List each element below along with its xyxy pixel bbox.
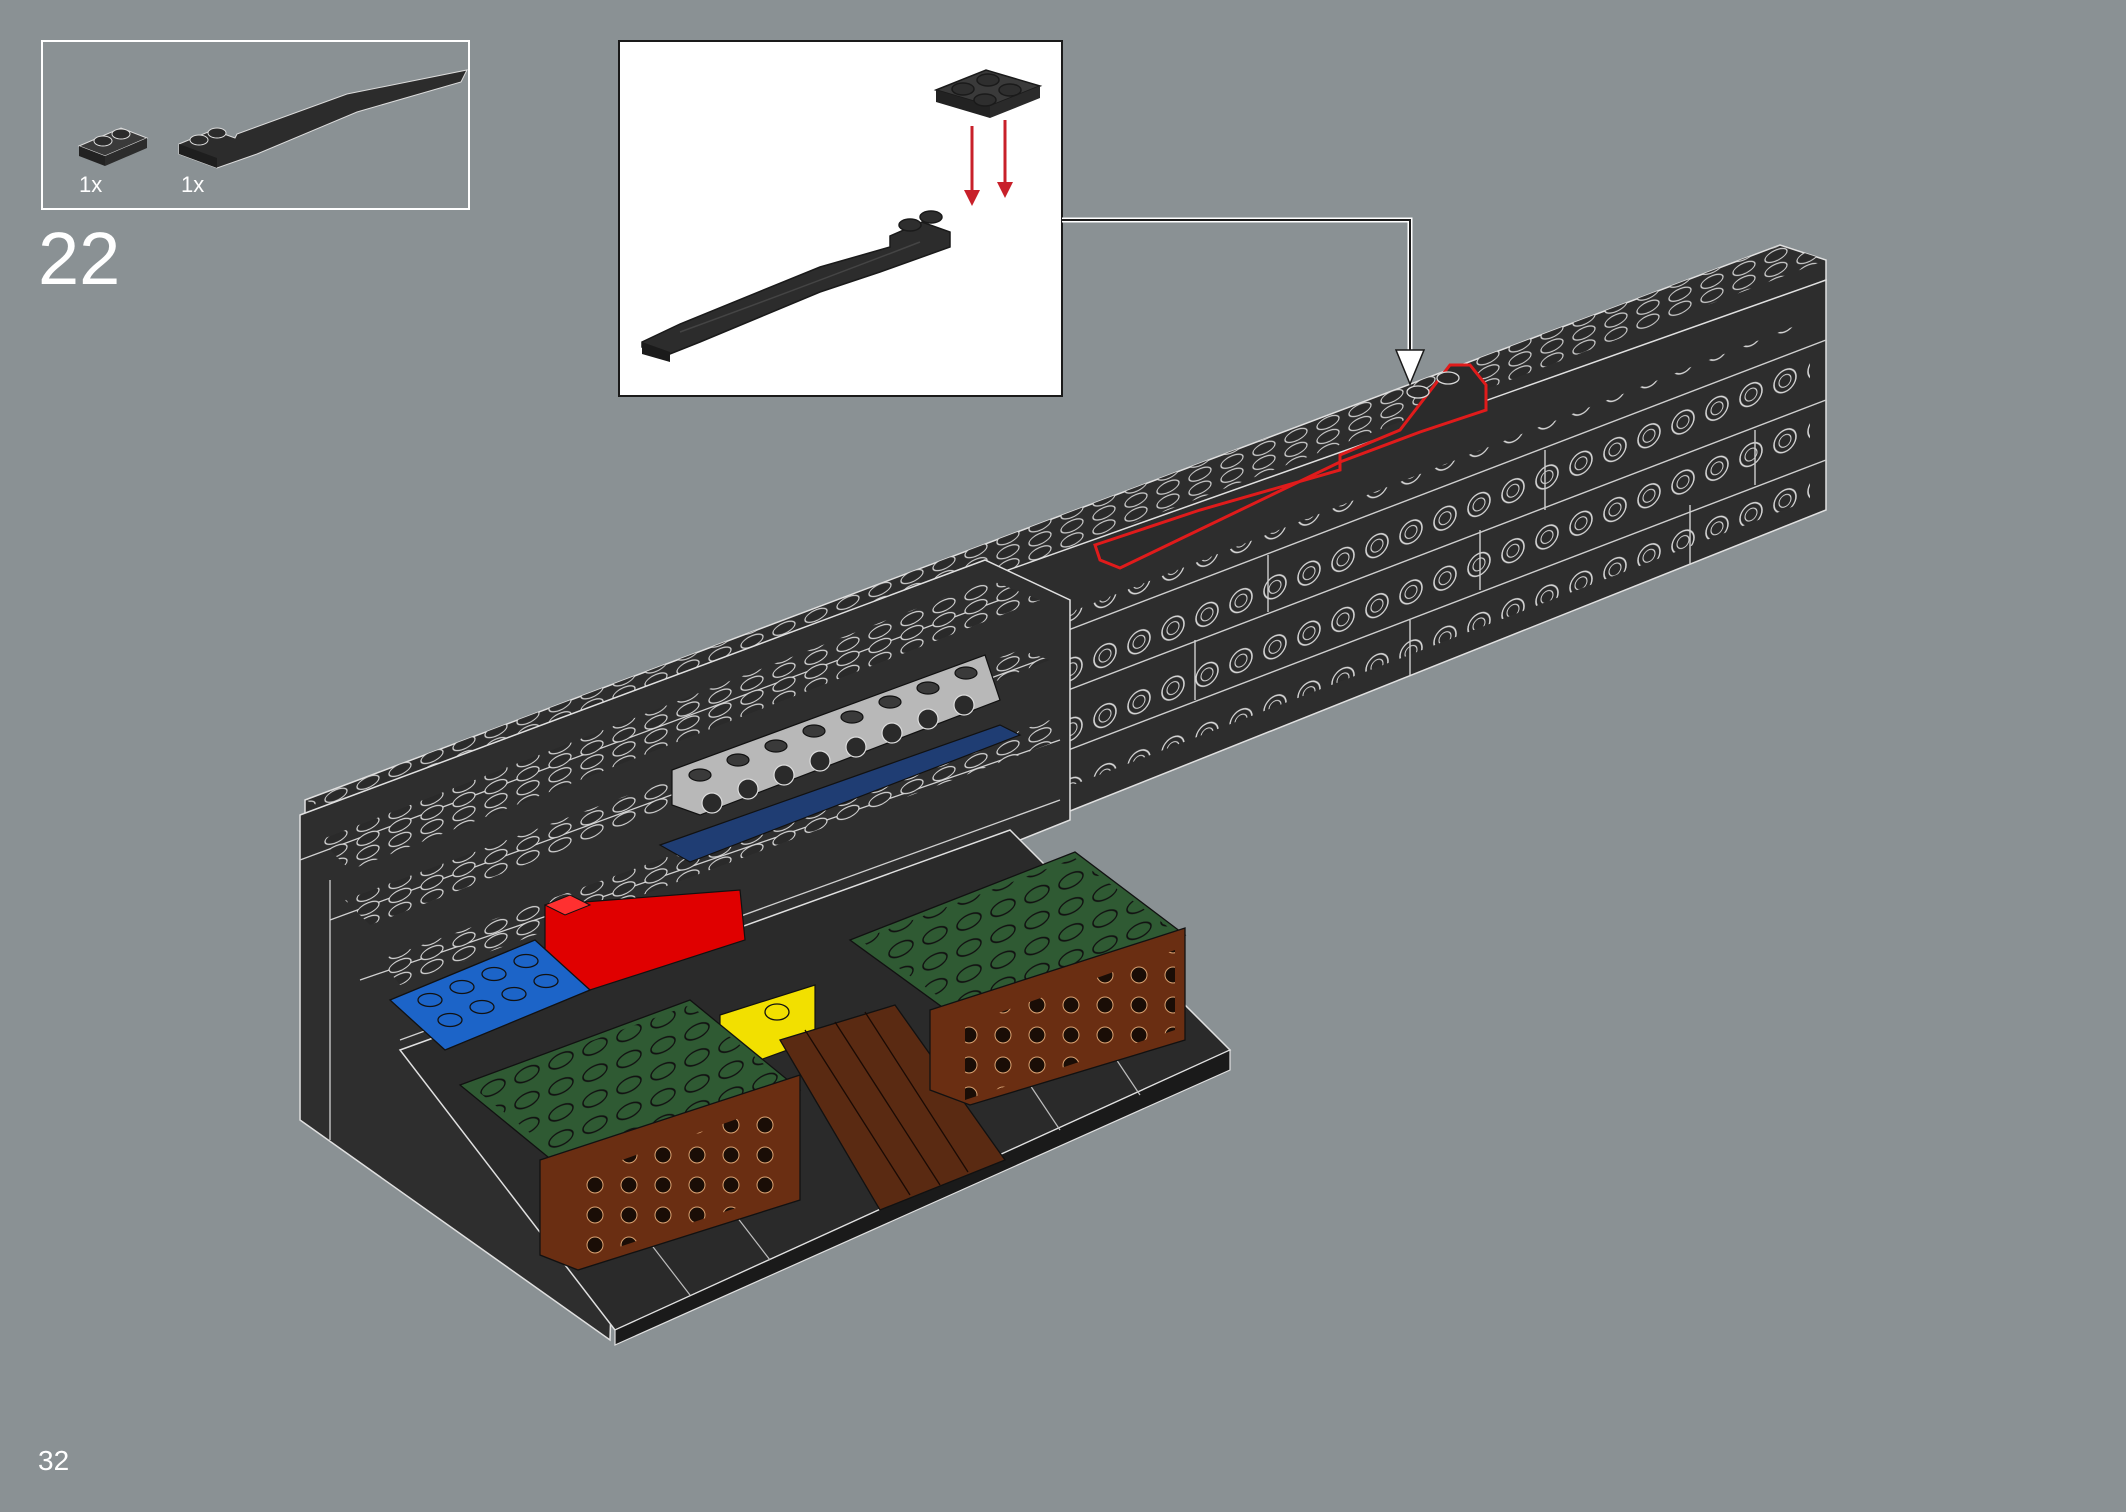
highlighted-new-part	[1093, 363, 1488, 570]
callout-connector	[1062, 217, 1413, 355]
brown-floor-tiles	[779, 1004, 1007, 1211]
light-gray-bricks	[671, 654, 1001, 816]
part-2-quantity: 1x	[181, 172, 205, 197]
red-brick	[544, 889, 746, 991]
curved-slope-icon	[178, 69, 468, 169]
parts-list-box: 1x 1x	[41, 40, 470, 210]
part-1-quantity: 1x	[79, 172, 103, 197]
page-number: 32	[38, 1445, 70, 1476]
sub-assembly-callout	[618, 40, 1063, 397]
step-number: 22	[38, 217, 121, 300]
plate-1x2-icon	[77, 127, 149, 166]
dark-blue-tile	[658, 724, 1022, 863]
callout-illustration	[641, 69, 1043, 362]
